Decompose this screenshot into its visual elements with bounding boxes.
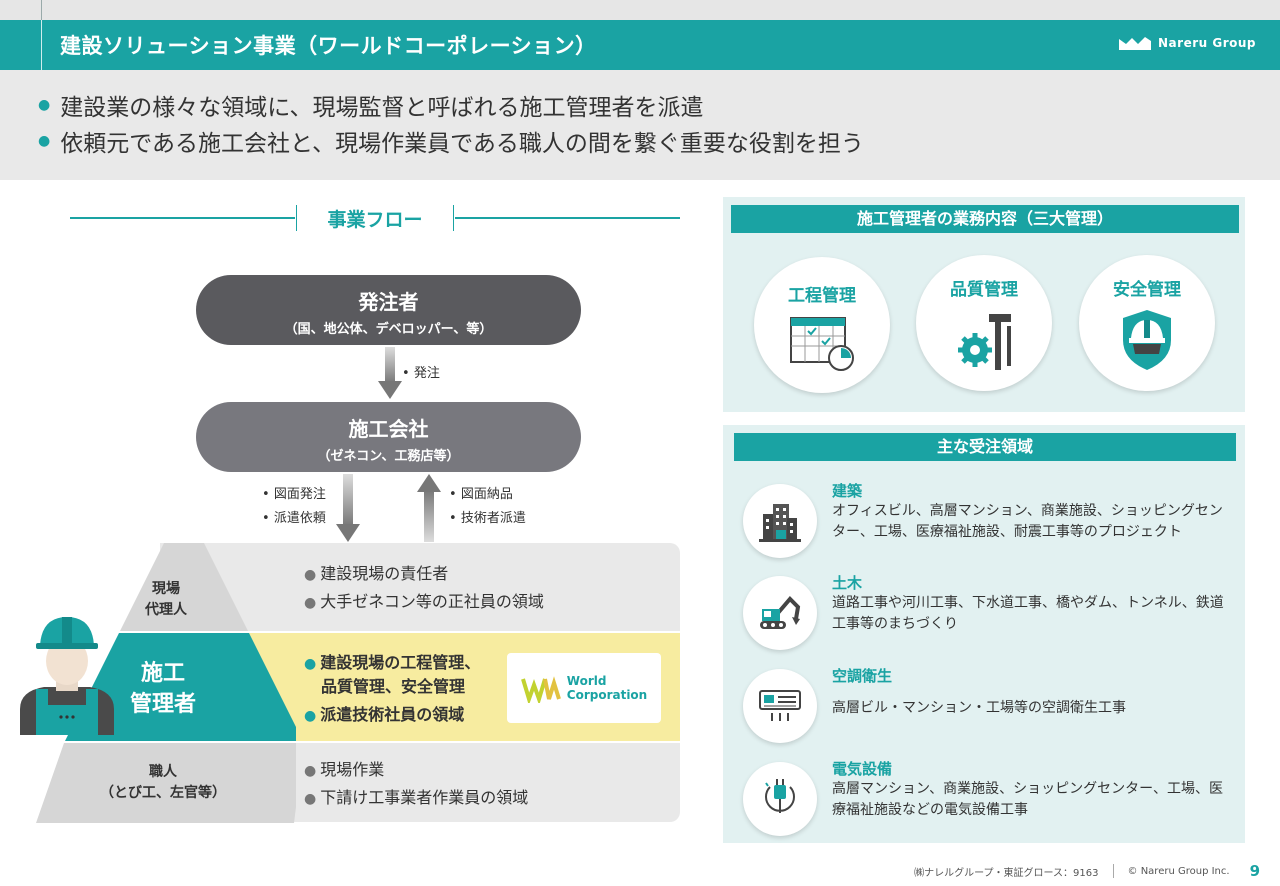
- down-labels: • 図面発注 • 派遣依頼: [262, 487, 326, 526]
- summary-line-1: 建設業の様々な領域に、現場監督と呼ばれる施工管理者を派遣: [60, 95, 704, 121]
- duty-safety: 安全管理: [1079, 255, 1215, 391]
- client-pill: 発注者 （国、地公体、デベロッパー、等）: [196, 275, 581, 345]
- flow-title: 事業フロー: [327, 209, 423, 231]
- area-item-civil: 土木 道路工事や河川工事、下水道工事、橋やダム、トンネル、鉄道工事等のまちづくり: [743, 572, 1243, 652]
- area-title: 電気設備: [832, 760, 893, 778]
- contractor-name: 施工会社: [348, 417, 429, 441]
- tier-label-craftsman: 職人 （とび工、左官等）: [100, 764, 226, 801]
- construction-worker-icon: [20, 617, 114, 735]
- area-desc: 道路工事や河川工事、下水道工事、橋やダム、トンネル、鉄道工事等のまちづくり: [832, 595, 1224, 632]
- area-item-electrical: 電気設備 高層マンション、商業施設、ショッピングセンター、工場、医療福祉施設など…: [743, 758, 1243, 838]
- summary-bullet: ●建設業の様々な領域に、現場監督と呼ばれる施工管理者を派遣: [38, 88, 704, 122]
- footer: ㈱ナレルグループ・東証グロース：9163 © Nareru Group Inc.…: [914, 862, 1260, 880]
- tier-band-site-agent: ●建設現場の責任者 ●大手ゼネコン等の正社員の領域: [160, 543, 680, 631]
- header-bar: 建設ソリューション事業（ワールドコーポレーション） Nareru Group: [0, 20, 1280, 70]
- areas-title: 主な受注領域: [734, 433, 1236, 461]
- footer-company: ㈱ナレルグループ・東証グロース：9163: [914, 867, 1099, 879]
- excavator-icon: [760, 596, 801, 629]
- world-corporation-logo: World Corporation: [507, 653, 661, 723]
- duty-quality: 品質管理: [916, 255, 1052, 391]
- top-strip: [0, 0, 1280, 20]
- building-icon: [759, 504, 801, 542]
- plug-icon: [765, 779, 795, 813]
- footer-copyright: © Nareru Group Inc.: [1127, 865, 1230, 877]
- area-desc: 高層ビル・マンション・工場等の空調衛生工事: [832, 700, 1126, 716]
- area-item-architecture: 建築 オフィスビル、高層マンション、商業施設、ショッピングセンター、工場、医療福…: [743, 480, 1243, 560]
- area-title: 空調衛生: [832, 667, 893, 685]
- contractor-pill: 施工会社 （ゼネコン、工務店等）: [196, 402, 581, 472]
- area-title: 建築: [832, 482, 863, 500]
- area-desc: 高層マンション、商業施設、ショッピングセンター、工場、医療福祉施設などの電気設備…: [832, 781, 1224, 818]
- area-desc: オフィスビル、高層マンション、商業施設、ショッピングセンター、工場、医療福祉施設…: [832, 503, 1223, 540]
- tier-label-manager: 施工 管理者: [129, 661, 196, 717]
- down-arrow-icon: [336, 474, 360, 542]
- tier-label-site-agent: 現場 代理人: [145, 581, 187, 618]
- order-label: • 発注: [402, 366, 440, 381]
- brand-logo: Nareru Group: [1118, 35, 1256, 51]
- summary-section: ●建設業の様々な領域に、現場監督と呼ばれる施工管理者を派遣 ●依頼元である施工会…: [0, 70, 1280, 180]
- brand-name: Nareru Group: [1158, 36, 1256, 50]
- tools-icon: [958, 314, 1011, 370]
- summary-line-2: 依頼元である施工会社と、現場作業員である職人の間を繋ぐ重要な役割を担う: [60, 131, 864, 157]
- client-name: 発注者: [358, 290, 419, 314]
- duties-title: 施工管理者の業務内容（三大管理）: [731, 205, 1239, 233]
- duties-panel: 施工管理者の業務内容（三大管理） 工程管理 品質管理: [723, 197, 1245, 412]
- air-conditioner-icon: [759, 690, 801, 721]
- area-title: 土木: [832, 574, 863, 592]
- schedule-icon: [790, 317, 854, 371]
- nareru-logo-icon: [1119, 37, 1152, 50]
- client-sub: （国、地公体、デベロッパー、等）: [284, 322, 493, 337]
- duty-schedule: 工程管理: [754, 257, 890, 393]
- up-labels: • 図面納品 • 技術者派遣: [449, 487, 526, 526]
- helmet-shield-icon: [1123, 310, 1171, 370]
- contractor-sub: （ゼネコン、工務店等）: [317, 449, 460, 464]
- pyramid-diagram: [36, 543, 296, 823]
- order-arrow-icon: [378, 347, 402, 399]
- page-title: 建設ソリューション事業（ワールドコーポレーション）: [60, 34, 597, 58]
- page-number: 9: [1249, 862, 1260, 880]
- world-logo-icon: [520, 676, 561, 703]
- summary-bullet: ●依頼元である施工会社と、現場作業員である職人の間を繋ぐ重要な役割を担う: [38, 124, 864, 158]
- area-item-hvac: 空調衛生 高層ビル・マンション・工場等の空調衛生工事: [743, 665, 1243, 745]
- flow-heading: 事業フロー: [70, 203, 680, 233]
- up-arrow-icon: [417, 474, 441, 542]
